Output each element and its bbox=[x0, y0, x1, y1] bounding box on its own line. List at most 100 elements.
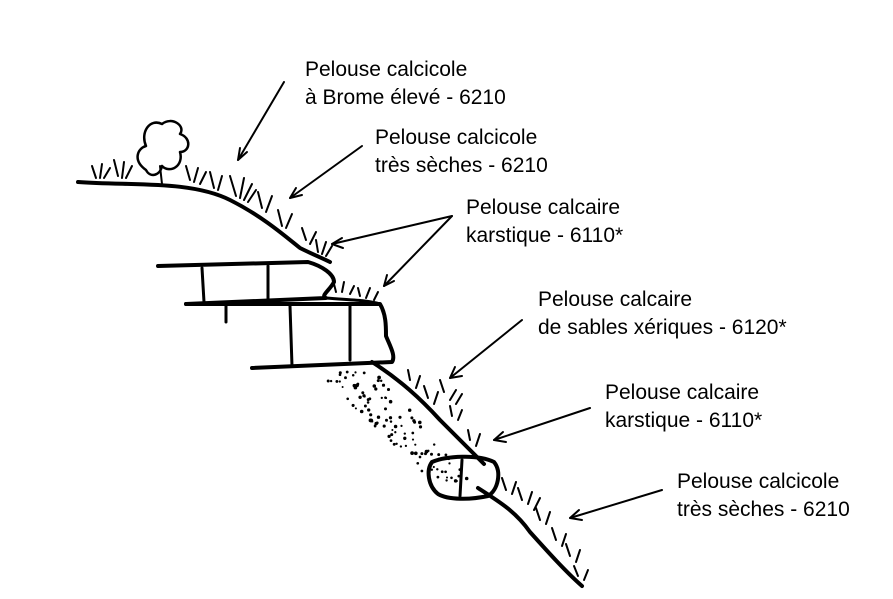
sand-dot bbox=[414, 443, 417, 446]
sand-dot bbox=[366, 401, 370, 404]
sand-dot bbox=[444, 470, 447, 474]
upper-ledge-joint bbox=[200, 266, 206, 304]
sand-dot bbox=[379, 379, 383, 383]
label-line: Pelouse calcaire bbox=[466, 196, 621, 219]
sand-dot bbox=[386, 387, 391, 392]
sand-dot bbox=[368, 418, 373, 423]
sand-dot bbox=[388, 416, 393, 420]
label-calcicole-tres-seches-upper: Pelouse calcicole très sèches - 6210 bbox=[375, 124, 548, 180]
sand-dot bbox=[335, 379, 339, 383]
upper-rock-ledge bbox=[156, 260, 336, 306]
sand-dot bbox=[381, 383, 386, 387]
sand-dot bbox=[418, 420, 422, 425]
sand-dot bbox=[436, 468, 439, 471]
middle-ledge-joint bbox=[288, 304, 294, 368]
sand-dot bbox=[420, 452, 424, 456]
sand-dot bbox=[407, 408, 412, 412]
sand-dot bbox=[372, 384, 377, 388]
sand-dot bbox=[346, 397, 350, 401]
sand-dot bbox=[338, 371, 342, 375]
sand-dot bbox=[450, 476, 453, 480]
sand-dot bbox=[410, 451, 414, 455]
sand-dot bbox=[403, 432, 406, 435]
lower-slope-ground bbox=[370, 360, 486, 466]
sand-dot bbox=[444, 453, 448, 457]
arrow-3b bbox=[383, 215, 453, 287]
sand-dot bbox=[418, 425, 423, 429]
sand-dot bbox=[380, 396, 383, 400]
sand-dot bbox=[345, 370, 349, 374]
arrow-3a bbox=[331, 215, 453, 245]
sand-dot bbox=[391, 428, 394, 432]
ledge-step-ground bbox=[324, 296, 382, 306]
sand-dot bbox=[445, 476, 449, 479]
sand-dot bbox=[432, 465, 435, 469]
sand-dot bbox=[356, 382, 360, 386]
sand-dot bbox=[412, 419, 416, 423]
sand-dot bbox=[418, 455, 422, 459]
sand-dot bbox=[447, 457, 451, 461]
sand-dot bbox=[400, 424, 403, 427]
sand-dot bbox=[329, 379, 333, 383]
sand-dot bbox=[351, 403, 355, 407]
sand-dot bbox=[411, 438, 415, 441]
label-calcaire-sables-xeriques: Pelouse calcaire de sables xériques - 61… bbox=[538, 286, 787, 342]
sand-dot bbox=[358, 395, 362, 400]
sand-dot bbox=[445, 479, 448, 482]
sand-dot bbox=[390, 433, 394, 437]
arrow-4 bbox=[449, 319, 523, 379]
sand-dot bbox=[326, 379, 330, 383]
sand-dot bbox=[430, 468, 434, 471]
sand-dot bbox=[427, 469, 430, 472]
sand-dot bbox=[411, 431, 415, 435]
sand-dot bbox=[367, 408, 371, 412]
sand-dot bbox=[369, 413, 373, 417]
arrow-6 bbox=[569, 489, 663, 519]
sand-dot bbox=[399, 445, 403, 448]
grass-tufts bbox=[91, 159, 589, 581]
label-line: de sables xériques - 6120* bbox=[538, 316, 787, 339]
sand-dot bbox=[354, 371, 357, 374]
label-calcicole-brome: Pelouse calcicole à Brome élevé - 6210 bbox=[305, 56, 506, 112]
sand-dot bbox=[366, 398, 370, 402]
sand-dot bbox=[341, 386, 344, 388]
upper-slope-ground bbox=[76, 180, 332, 264]
sand-dot bbox=[437, 453, 441, 457]
label-line: Pelouse calcicole bbox=[305, 58, 468, 81]
sand-dot bbox=[344, 376, 347, 380]
label-calcaire-karstique-lower: Pelouse calcaire karstique - 6110* bbox=[605, 379, 762, 435]
sand-dot bbox=[388, 399, 393, 404]
sand-dot bbox=[382, 424, 386, 428]
sand-dot bbox=[362, 371, 366, 375]
sand-dot bbox=[351, 373, 355, 377]
sand-dot bbox=[376, 379, 380, 383]
label-line: karstique - 6110* bbox=[605, 409, 763, 432]
sand-dot bbox=[424, 452, 427, 456]
sand-dot bbox=[374, 387, 378, 391]
sand-dot bbox=[353, 385, 358, 390]
label-line: karstique - 6110* bbox=[466, 224, 624, 247]
label-line: Pelouse calcicole bbox=[677, 470, 840, 493]
arrow-5 bbox=[493, 407, 591, 441]
sand-dot bbox=[338, 380, 341, 383]
sand-dot bbox=[398, 415, 402, 419]
sand-dot bbox=[387, 434, 391, 439]
arrow-1 bbox=[237, 81, 285, 161]
sand-dot bbox=[384, 396, 387, 399]
label-line: très sèches - 6210 bbox=[375, 154, 548, 177]
sand-dot bbox=[389, 420, 393, 423]
sand-dot bbox=[403, 438, 406, 441]
sand-dot bbox=[410, 416, 414, 420]
shrub-stem bbox=[159, 165, 163, 185]
label-line: à Brome élevé - 6210 bbox=[305, 86, 506, 109]
sand-dot bbox=[377, 375, 381, 380]
label-calcaire-karstique-upper: Pelouse calcaire karstique - 6110* bbox=[466, 194, 623, 250]
arrow-2 bbox=[289, 145, 363, 199]
sand-dot bbox=[420, 469, 424, 473]
sand-dot bbox=[440, 470, 444, 474]
sand-dot bbox=[373, 424, 377, 428]
sand-dot bbox=[389, 439, 393, 442]
sand-dot bbox=[404, 444, 408, 448]
sand-dot bbox=[455, 479, 458, 483]
